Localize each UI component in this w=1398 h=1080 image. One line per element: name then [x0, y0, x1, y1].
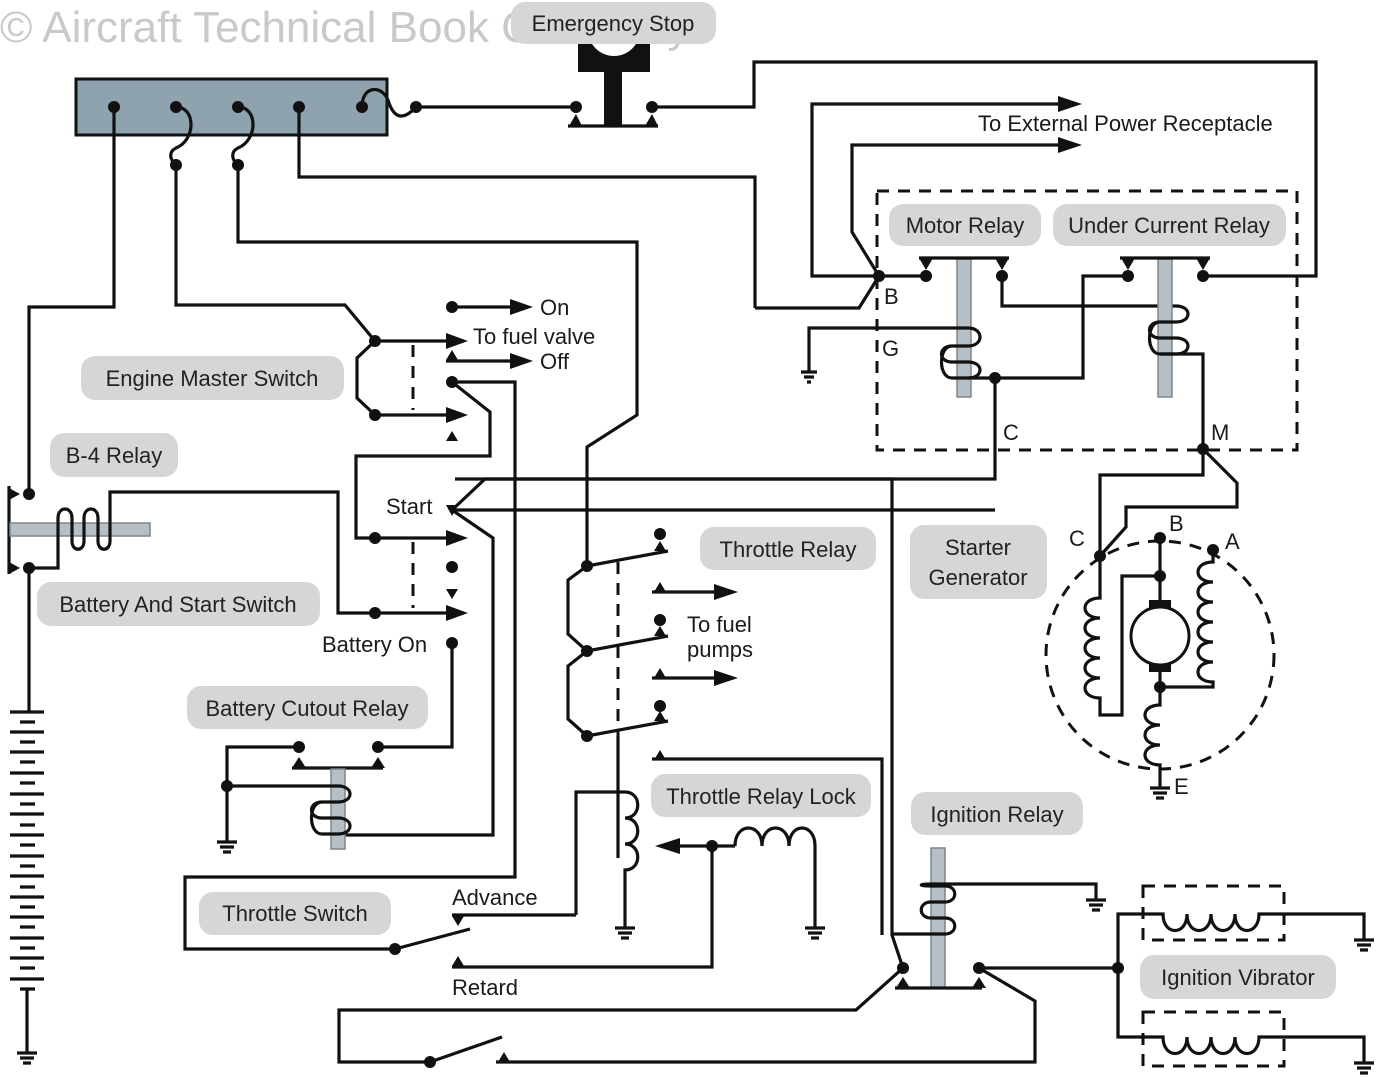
generator-terminal-a-label: A — [1225, 529, 1240, 554]
terminal-m-label: M — [1211, 420, 1229, 445]
battery-start-switch-label: Battery And Start Switch — [37, 582, 320, 626]
svg-text:Motor Relay: Motor Relay — [906, 213, 1025, 238]
svg-text:Emergency Stop: Emergency Stop — [532, 11, 695, 36]
retard-label: Retard — [452, 975, 518, 1000]
throttle-switch: Advance Retard — [389, 885, 576, 1000]
battery-cutout-relay-label: Battery Cutout Relay — [187, 686, 428, 729]
generator-terminal-c-label: C — [1069, 526, 1085, 551]
throttle-relay-lock — [452, 790, 825, 969]
wire-to-motor-relay — [297, 107, 757, 308]
svg-text:Ignition Relay: Ignition Relay — [930, 802, 1063, 827]
ignition-relay — [337, 847, 1124, 1068]
throttle-relay: To fuel pumps — [566, 528, 884, 935]
svg-text:Generator: Generator — [928, 565, 1027, 590]
battery-on-label: Battery On — [322, 632, 427, 657]
advance-label: Advance — [452, 885, 538, 910]
terminal-g-label: G — [882, 336, 899, 361]
fuel-valve-on-label: On — [540, 295, 569, 320]
generator-terminal-b-label: B — [1169, 511, 1184, 536]
fuel-pumps-label-line2: pumps — [687, 637, 753, 662]
svg-text:Under Current Relay: Under Current Relay — [1068, 213, 1270, 238]
svg-text:Starter: Starter — [945, 535, 1011, 560]
generator-terminal-e-label: E — [1174, 774, 1189, 799]
ignition-vibrator — [1116, 884, 1374, 1075]
fuel-valve-label: To fuel valve — [473, 324, 595, 349]
under-current-relay-label: Under Current Relay — [1053, 204, 1286, 246]
terminal-b-label: B — [884, 284, 899, 309]
battery — [10, 710, 44, 1065]
svg-text:Throttle Relay: Throttle Relay — [720, 537, 857, 562]
ignition-vibrator-label: Ignition Vibrator — [1140, 955, 1336, 999]
external-power-annotation: To External Power Receptacle — [978, 111, 1273, 136]
throttle-switch-label: Throttle Switch — [199, 892, 391, 935]
svg-text:Throttle Switch: Throttle Switch — [222, 901, 368, 926]
battery-start-switch: Start Battery On — [322, 477, 995, 969]
b4-relay — [7, 107, 375, 712]
svg-text:Throttle Relay Lock: Throttle Relay Lock — [666, 784, 857, 809]
battery-cutout-relay — [217, 741, 385, 854]
throttle-relay-label: Throttle Relay — [700, 527, 876, 570]
engine-master-switch: On To fuel valve Off — [174, 165, 595, 951]
fuel-pumps-label-line1: To fuel — [687, 612, 752, 637]
fuel-valve-off-label: Off — [540, 349, 570, 374]
starter-generator-label: Starter Generator — [910, 525, 1047, 599]
terminal-c-label: C — [1003, 420, 1019, 445]
relay-box — [875, 189, 1299, 452]
svg-text:Engine Master Switch: Engine Master Switch — [106, 366, 319, 391]
svg-text:Battery And Start Switch: Battery And Start Switch — [59, 592, 296, 617]
engine-master-switch-label: Engine Master Switch — [81, 356, 344, 400]
emergency-stop-label: Emergency Stop — [511, 2, 716, 44]
motor-relay-label: Motor Relay — [889, 204, 1041, 246]
svg-text:B-4 Relay: B-4 Relay — [66, 443, 163, 468]
svg-text:Ignition Vibrator: Ignition Vibrator — [1161, 965, 1315, 990]
external-power-leads: To External Power Receptacle — [810, 96, 1273, 278]
svg-text:Battery Cutout Relay: Battery Cutout Relay — [206, 696, 409, 721]
under-current-relay: M — [1120, 256, 1229, 455]
terminal-strip — [74, 77, 422, 171]
start-label: Start — [386, 494, 432, 519]
starter-generator: C B A E — [1044, 447, 1276, 800]
b4-relay-label: B-4 Relay — [50, 433, 178, 477]
ignition-relay-label: Ignition Relay — [911, 792, 1083, 835]
wire-to-throttle-relay — [236, 165, 639, 566]
throttle-relay-lock-label: Throttle Relay Lock — [651, 774, 871, 817]
